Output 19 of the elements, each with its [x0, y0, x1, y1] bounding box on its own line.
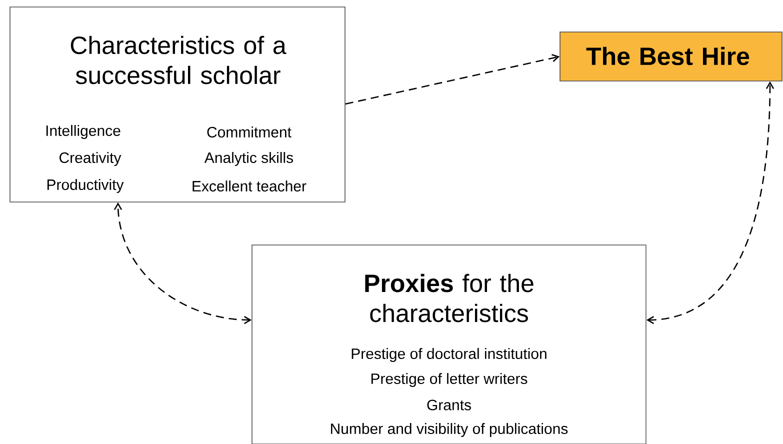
list-item: Creativity [60, 152, 122, 166]
arrow [114, 202, 252, 324]
arrow [646, 81, 774, 324]
list-item: Analytic skills [204, 152, 294, 166]
heading: The Best Hire [586, 46, 750, 66]
list-item: Prestige of letter writers [371, 373, 528, 387]
list-item: Grants [427, 400, 471, 410]
list-item: Excellent teacher [192, 180, 306, 192]
list-item: Number and visibility of publications [331, 423, 568, 437]
heading: Characteristics of a successful scholar [70, 36, 286, 84]
list-item: Prestige of doctoral institution [352, 348, 546, 362]
text-box [10, 6, 346, 202]
heading: Proxies for the characteristics [365, 274, 534, 322]
arrow [345, 54, 560, 105]
text-box [252, 244, 646, 444]
highlight-box [560, 32, 782, 82]
list-item: Intelligence [46, 125, 120, 139]
list-item: Commitment [207, 126, 292, 138]
list-item: Productivity [47, 179, 124, 193]
